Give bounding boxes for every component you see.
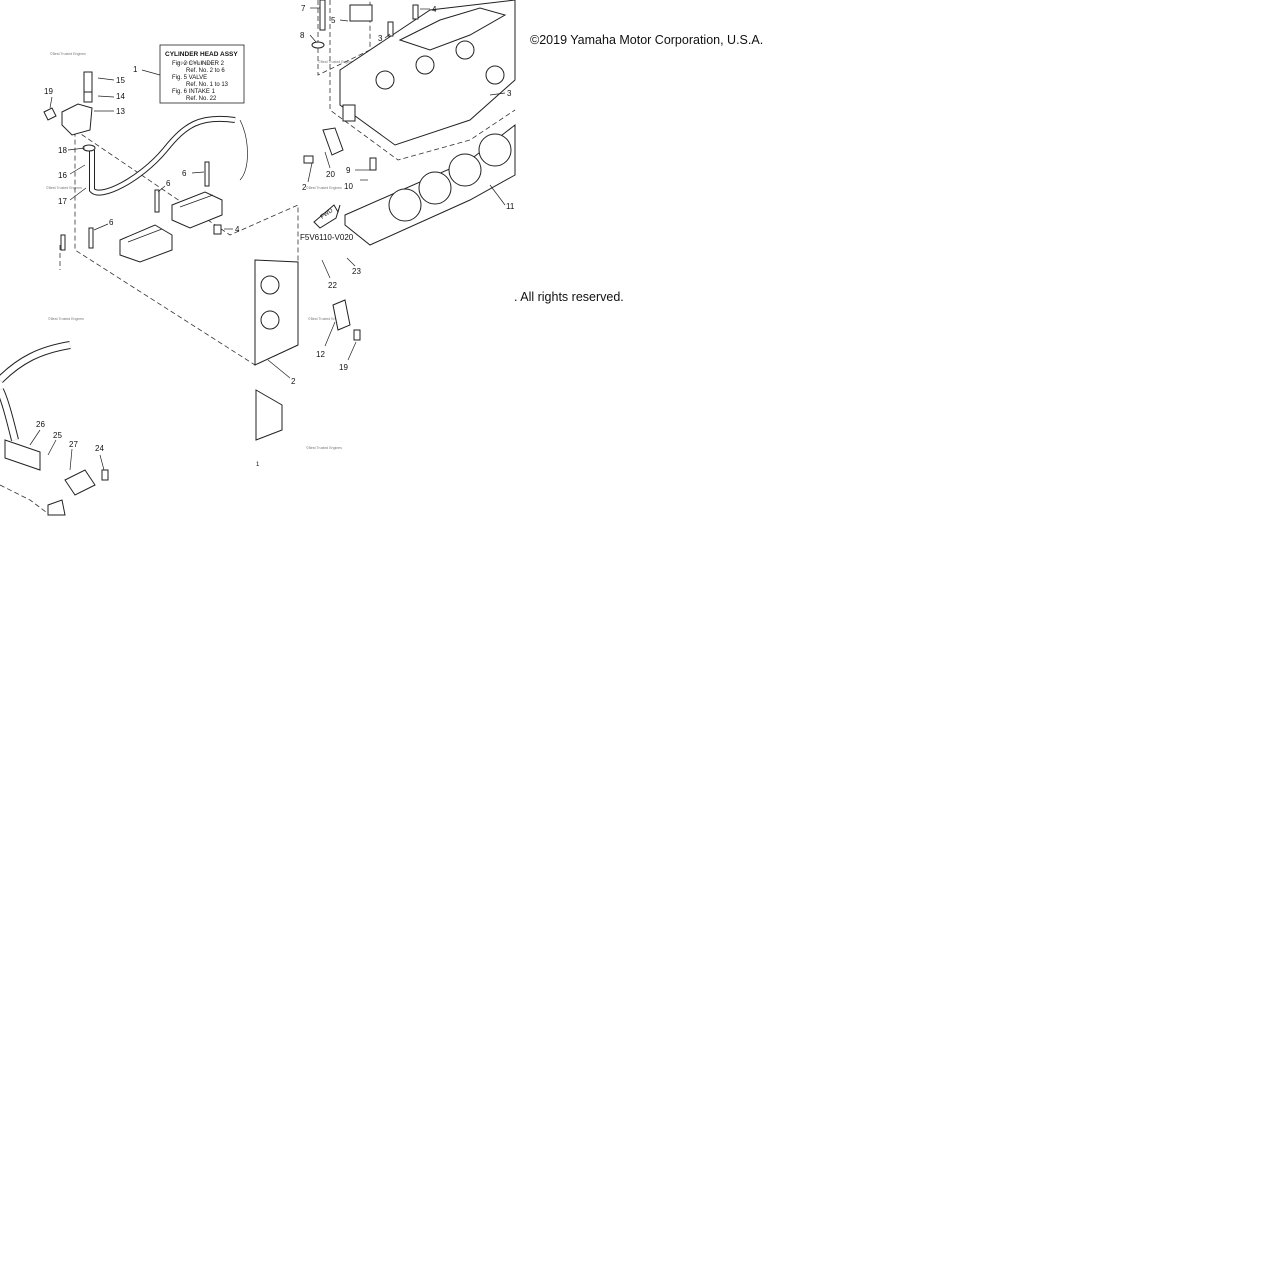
callout-2: 2: [302, 183, 307, 192]
rights-notice: . All rights reserved.: [514, 290, 624, 304]
cylinder-head: [339, 0, 516, 146]
index-line: Ref. No. 2 to 6: [186, 68, 225, 74]
callout-3: 3: [507, 89, 512, 98]
svg-text:©Best Trusted Engines: ©Best Trusted Engines: [46, 186, 82, 190]
hose-assembly: [0, 71, 236, 516]
callout-16: 16: [58, 171, 67, 180]
diagram-code: F5V6110-V020: [300, 233, 354, 242]
svg-text:©Best Trusted Engines: ©Best Trusted Engines: [178, 61, 214, 65]
svg-text:©Best Trusted Engines: ©Best Trusted Engines: [50, 52, 86, 56]
copyright-notice: ©2019 Yamaha Motor Corporation, U.S.A.: [530, 33, 764, 47]
callout-7: 7: [301, 4, 306, 13]
callout-14: 14: [116, 92, 125, 101]
index-line: Fig. 5 VALVE: [172, 75, 207, 81]
callout-20: 20: [326, 170, 335, 179]
callout-18: 18: [58, 146, 67, 155]
index-box-title: CYLINDER HEAD ASSY: [165, 51, 238, 58]
index-box: CYLINDER HEAD ASSY Fig. 2 CYLINDER 2 Ref…: [159, 44, 245, 104]
callout-9: 9: [346, 166, 351, 175]
svg-text:©Best Trusted Engines: ©Best Trusted Engines: [308, 317, 344, 321]
callout-11: 11: [506, 202, 515, 211]
svg-text:©Best Trusted Engines: ©Best Trusted Engines: [306, 446, 342, 450]
callout-1: 1: [256, 462, 260, 468]
callout-27: 27: [69, 440, 78, 449]
fwd-arrow-icon: FWD: [313, 204, 341, 229]
callout-17: 17: [58, 197, 67, 206]
callout-1: 1: [133, 65, 138, 74]
svg-text:©Best Trusted Engines: ©Best Trusted Engines: [306, 186, 342, 190]
callouts: 1 2 2 3 3 4 4 5 6 6 6 7 8 9 10 11 12 13 …: [36, 4, 515, 468]
index-line: Fig. 2 CYLINDER 2: [172, 61, 225, 67]
callout-24: 24: [95, 444, 104, 453]
callout-10: 10: [344, 182, 353, 191]
index-line: Ref. No. 22: [186, 96, 217, 102]
callout-6: 6: [182, 169, 187, 178]
callout-12: 12: [316, 350, 325, 359]
callout-6: 6: [166, 179, 171, 188]
callout-26: 26: [36, 420, 45, 429]
watermarks: ©Best Trusted Engines ©Best Trusted Engi…: [46, 52, 354, 450]
index-line: Ref. No. 1 to 13: [186, 82, 229, 88]
callout-13: 13: [116, 107, 125, 116]
callout-8: 8: [300, 31, 305, 40]
svg-text:©Best Trusted Engines: ©Best Trusted Engines: [318, 60, 354, 64]
callout-5: 5: [331, 16, 336, 25]
head-gasket: [344, 123, 516, 246]
callout-23: 23: [352, 267, 361, 276]
callout-2: 2: [291, 377, 296, 386]
svg-text:©Best Trusted Engines: ©Best Trusted Engines: [48, 317, 84, 321]
callout-22: 22: [328, 281, 337, 290]
callout-3: 3: [378, 34, 383, 43]
cam-caps: [119, 191, 223, 263]
bolts: [43, 0, 419, 481]
index-line: Fig. 6 INTAKE 1: [172, 89, 216, 95]
leader-lines: [29, 7, 506, 471]
callout-19: 19: [339, 363, 348, 372]
callout-6: 6: [109, 218, 114, 227]
callout-15: 15: [116, 76, 125, 85]
callout-4: 4: [235, 225, 240, 234]
callout-19: 19: [44, 87, 53, 96]
callout-4: 4: [432, 5, 437, 14]
lower-block: [239, 119, 299, 441]
callout-25: 25: [53, 431, 62, 440]
